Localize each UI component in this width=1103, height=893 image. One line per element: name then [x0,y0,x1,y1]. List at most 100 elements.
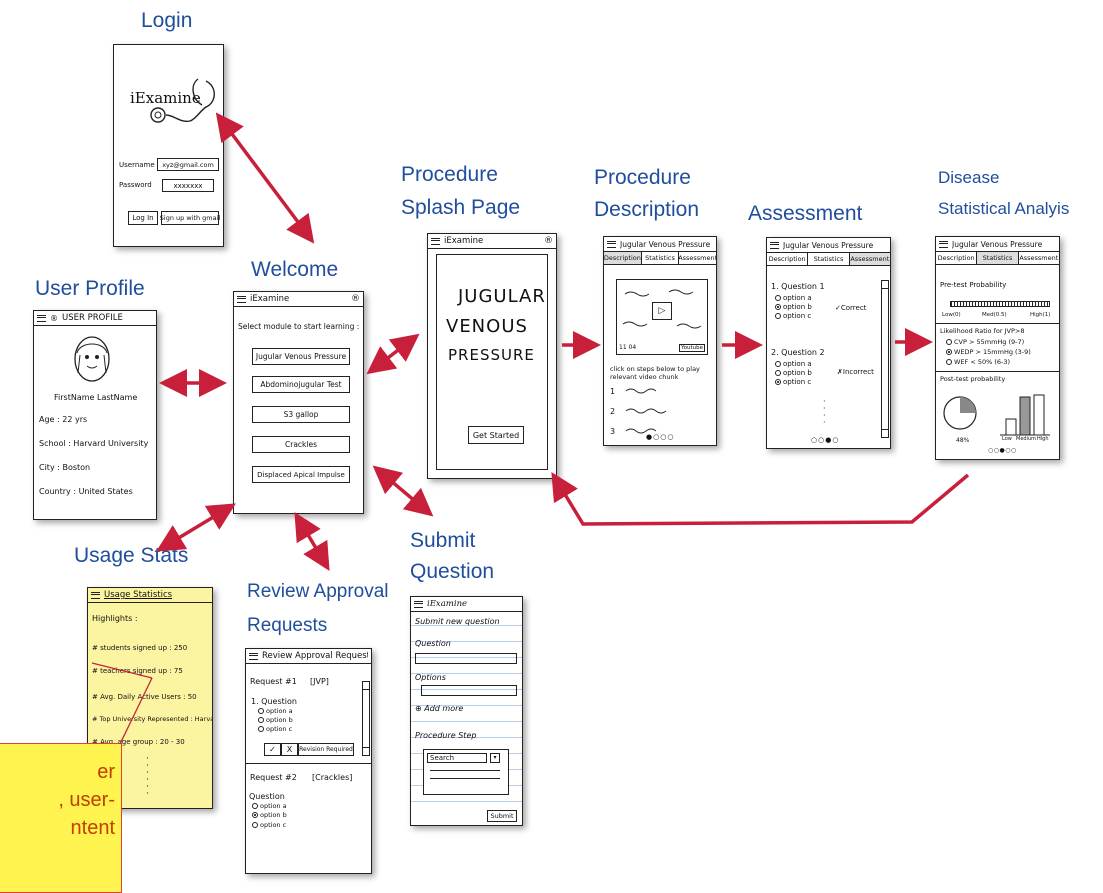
module-button-s3-gallop[interactable]: S3 gallop [252,406,350,423]
menu-icon[interactable] [249,652,258,660]
profile-country: Country : United States [39,487,133,496]
disease-stats-screen: Jugular Venous Pressure Description Stat… [935,236,1060,460]
password-field[interactable]: xxxxxxx [162,179,214,192]
tab-assessment[interactable]: Assessment [1019,254,1059,262]
video-player[interactable]: ▷ 11 04 Youtube [616,279,708,355]
tab-statistics[interactable]: Statistics [808,253,850,265]
app-title: iExamine [427,599,468,609]
scrollbar[interactable] [362,681,370,756]
caption-submit-question-2: Question [410,560,495,583]
profile-age: Age : 22 yrs [39,415,88,424]
scale-med: Med(0.5) [982,312,1007,318]
note-line-2: , user- [58,789,115,811]
menu-icon[interactable] [431,237,440,245]
tab-bar: Description Statistics Assessment [936,252,1059,265]
q2-option-c: option c [775,378,811,386]
step-2-number[interactable]: 2 [610,407,616,416]
radio-icon [258,708,264,714]
pretest-slider[interactable] [950,301,1050,307]
username-field[interactable]: xyz@gmail.com [157,158,219,171]
get-started-button[interactable]: Get Started [468,426,524,444]
user-name: FirstName LastName [54,393,138,402]
caption-welcome: Welcome [251,258,339,281]
menu-icon[interactable] [939,240,948,248]
module-button-abdominojugular[interactable]: Abdominojugular Test [252,376,350,393]
video-time: 11 04 [619,344,637,351]
submit-header: iExamine [411,597,522,612]
tab-assessment[interactable]: Assessment [849,253,890,265]
step-3-number[interactable]: 3 [610,427,616,436]
caption-review-approval-2: Requests [247,615,328,636]
q1-option-c: option c [775,312,811,320]
request-1-question: 1. Question [251,697,297,706]
chevron-down-icon[interactable]: ▾ [490,753,500,763]
reject-button[interactable]: X [281,743,298,756]
lr-title: Likelihood Ratio for JVP>8 [940,327,1025,335]
caption-login: Login [141,9,193,32]
menu-icon[interactable] [770,241,779,249]
app-header: iExamine ® [428,234,556,249]
submit-question-screen: iExamine Submit new question Question Op… [410,596,523,826]
step-1-number[interactable]: 1 [610,387,616,396]
more-dots: ······ [146,754,149,799]
review-title: Review Approval Requests [262,651,368,661]
post-test-charts [943,394,1050,436]
more-dots: ···· [823,397,826,427]
menu-icon[interactable] [414,600,423,608]
module-title: Jugular Venous Pressure [620,239,711,249]
request-1-option-a: option a [258,707,293,715]
submit-button[interactable]: Submit [487,810,517,822]
module-title: Jugular Venous Pressure [783,240,874,250]
app-title: iExamine [250,294,290,304]
tab-bar: Description Statistics Assessment [604,252,716,265]
tab-assessment[interactable]: Assessment [679,254,717,262]
menu-icon[interactable] [37,314,46,322]
menu-icon[interactable] [91,591,100,599]
search-input[interactable]: Search [427,753,487,763]
note-line-1: er [97,761,115,783]
post-test-percent: 48% [956,437,970,444]
approve-button[interactable]: ✓ [264,743,281,756]
stethoscope-icon [150,78,215,123]
request-2-option-a: option a [252,802,287,810]
page-dots[interactable]: ○○●○○ [988,447,1017,454]
profile-icon[interactable]: ® [351,294,360,304]
arrow-login-welcome [215,112,315,244]
radio-icon [946,359,952,365]
caption-user-profile: User Profile [35,277,145,300]
tab-statistics[interactable]: Statistics [642,252,680,264]
arrow-usage-welcome [156,503,236,552]
module-button-apical-impulse[interactable]: Displaced Apical Impulse [252,466,350,483]
revision-required-button[interactable]: Revision Required [298,743,354,756]
module-button-crackles[interactable]: Crackles [252,436,350,453]
tab-statistics[interactable]: Statistics [977,252,1019,264]
login-button[interactable]: Log In [128,211,158,225]
arrow-disease-back-to-splash [551,472,970,526]
tab-description[interactable]: Description [936,252,978,264]
caption-disease-2: Statistical Analyis [938,199,1070,218]
radio-icon [252,803,258,809]
options-input[interactable] [421,685,517,696]
tab-description[interactable]: Description [767,253,809,265]
profile-icon[interactable]: ® [544,236,553,246]
request-1-option-b: option b [258,716,293,724]
scrollbar[interactable] [881,280,889,438]
signup-gmail-button[interactable]: Sign up with gmail [160,211,220,225]
module-button-jvp[interactable]: Jugular Venous Pressure [252,348,350,365]
play-icon[interactable]: ▷ [652,302,672,320]
stat-age-group: # Avg. age group : 20 - 30 [92,738,185,746]
menu-icon[interactable] [237,295,246,303]
splash-title-line-3: PRESSURE [448,346,535,364]
bar-label-high: High [1037,436,1049,442]
request-2-option-b: option b [252,811,287,819]
page-dots[interactable]: ●○○○ [646,433,675,441]
menu-icon[interactable] [607,240,616,248]
post-test-label: Post-test probability [940,375,1006,383]
add-more-link[interactable]: ⊕ Add more [415,704,464,713]
tab-description[interactable]: Description [604,252,642,264]
page-dots[interactable]: ○○●○ [811,436,840,444]
request-1-tag: [JVP] [310,677,329,686]
question-input[interactable] [415,653,517,664]
radio-icon [775,295,781,301]
